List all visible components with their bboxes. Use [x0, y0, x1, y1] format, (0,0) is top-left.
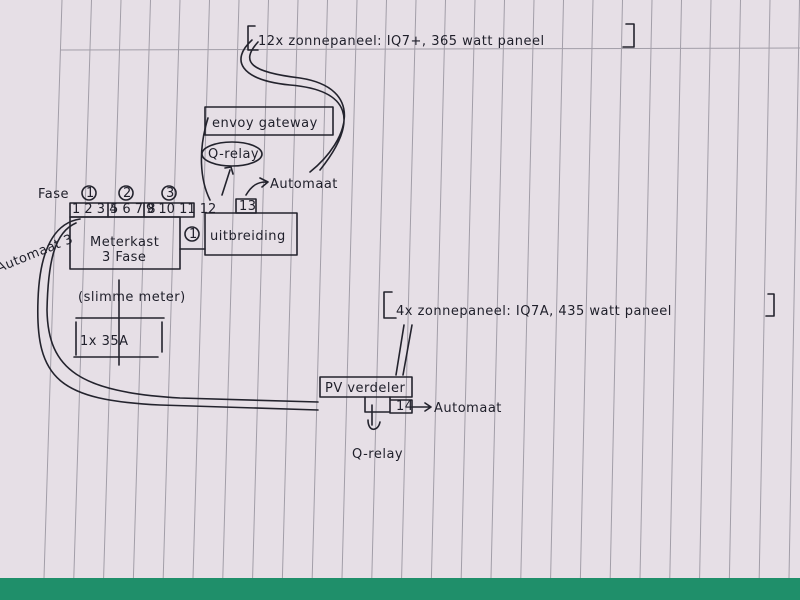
ruled-line: [460, 0, 476, 579]
pv-verdeler-slot-label: 14: [396, 399, 414, 414]
q-relay-bottom-label: Q-relay: [352, 447, 403, 462]
table-surface: [0, 578, 800, 600]
ruled-line: [669, 0, 682, 579]
ruled-line: [311, 0, 328, 579]
ruled-line: [341, 0, 358, 579]
bottom-panels-label: 4x zonnepaneel: IQ7A, 435 watt paneel: [396, 304, 672, 319]
fase-numbers: 1 2 3: [81, 185, 177, 201]
ruled-line: [132, 0, 151, 579]
q-relay-top-label: Q-relay: [208, 147, 259, 162]
pv-verdeler-label: PV verdeler: [325, 381, 406, 396]
automaat-bottom-label: Automaat: [434, 401, 502, 416]
top-panels-label: 12x zonnepaneel: IQ7+, 365 watt paneel: [258, 34, 545, 49]
automaat-top-label: Automaat: [270, 177, 338, 192]
fase-number: 2: [123, 186, 132, 201]
pv-verdeler-box: PV verdeler 14: [319, 376, 414, 414]
fase-circle: [161, 185, 177, 201]
ruled-lines: [43, 0, 800, 579]
header-rule: [59, 47, 800, 51]
fase-number: 1: [86, 186, 95, 201]
ruled-line: [192, 0, 210, 579]
ruled-line: [43, 0, 63, 579]
group-3: 9 10 11 12: [146, 202, 216, 217]
ruled-line: [520, 0, 535, 579]
cable-to-pv-verdeler: [36, 218, 319, 411]
fase-label: Fase: [38, 187, 69, 202]
meterkast-box: 1 2 3 4 5 6 7 8 9 10 11 12 Meterkast 3 F…: [69, 202, 216, 270]
meterkast-fase-label: 3 Fase: [102, 250, 146, 265]
ruled-line: [281, 0, 299, 579]
ruled-line: [788, 0, 800, 579]
cable-bottom-panels: [395, 324, 413, 376]
meterkast-label: Meterkast: [90, 235, 159, 250]
uitbreiding-label: uitbreiding: [210, 229, 286, 244]
ruled-line: [103, 0, 122, 579]
uitbreiding-circle-label: 1: [189, 227, 198, 242]
top-panels-box: 12x zonnepaneel: IQ7+, 365 watt paneel: [247, 23, 635, 51]
ruled-line: [699, 0, 712, 579]
ruled-line: [222, 0, 240, 579]
fase-circle: [81, 185, 97, 201]
ruled-line: [609, 0, 623, 579]
ruled-line: [162, 0, 181, 579]
ruled-line: [401, 0, 417, 579]
bottom-panels-box: 4x zonnepaneel: IQ7A, 435 watt paneel: [383, 291, 775, 319]
ruled-line: [371, 0, 387, 579]
ruled-line: [758, 0, 771, 579]
main-fuse-label: 1x 35A: [80, 334, 129, 349]
envoy-gateway-box: envoy gateway: [204, 106, 334, 136]
ruled-line: [430, 0, 446, 579]
cable-top-panels: [240, 39, 346, 173]
ruled-line: [252, 0, 269, 579]
slimme-meter-label: (slimme meter): [78, 290, 186, 305]
envoy-gateway-label: envoy gateway: [212, 116, 318, 131]
ruled-line: [490, 0, 505, 579]
ruled-line: [73, 0, 92, 579]
main-fuse-box: 1x 35A: [73, 317, 165, 358]
uitbreiding-slot-label: 13: [239, 199, 257, 214]
ruled-line: [639, 0, 653, 579]
arrows-uitbreiding: [200, 117, 269, 201]
uitbreiding-box: 13 uitbreiding 1: [184, 198, 298, 256]
ruled-line: [728, 0, 741, 579]
group-2: 5 6 7 8: [110, 202, 155, 217]
fase-number: 3: [166, 186, 175, 201]
fase-circle: [118, 185, 134, 201]
ruled-line: [579, 0, 594, 579]
ruled-line: [550, 0, 564, 579]
arrows-pv-verdeler: [367, 402, 432, 431]
group-1: 1 2 3 4: [72, 202, 117, 217]
